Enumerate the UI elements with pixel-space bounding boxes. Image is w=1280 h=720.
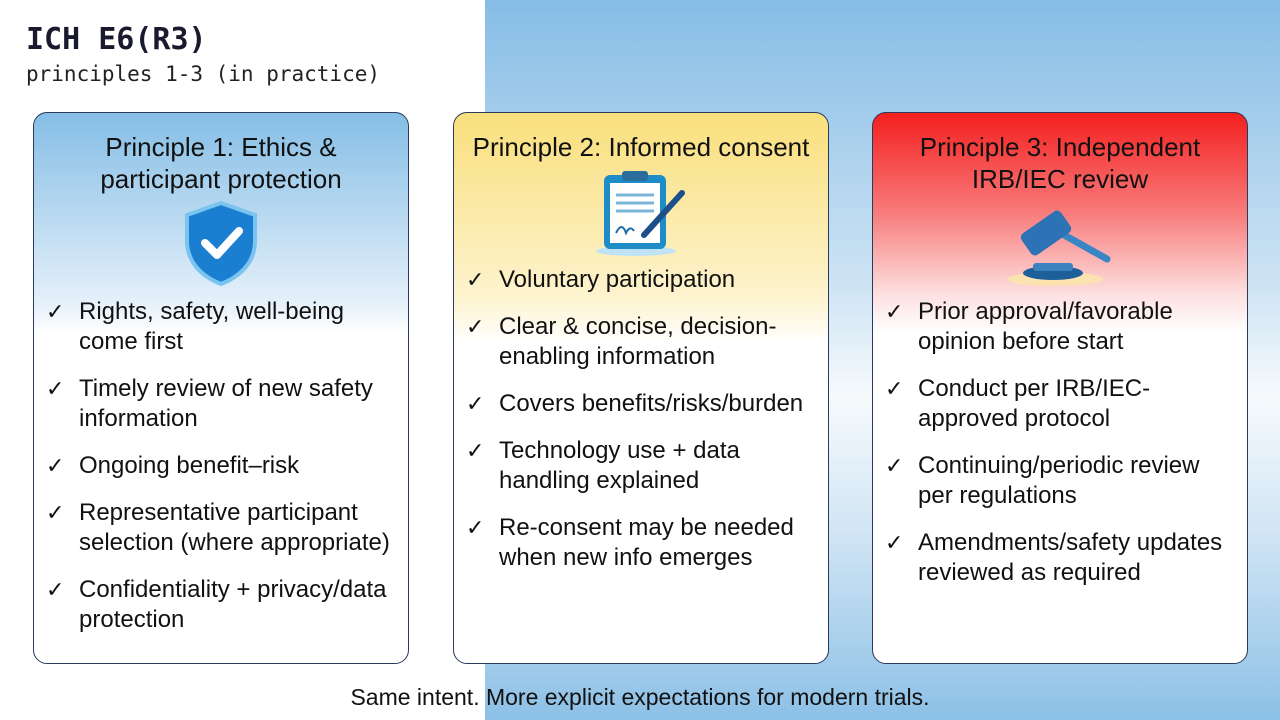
list-item: ✓ Timely review of new safety information [46, 374, 398, 434]
list-item: ✓ Continuing/periodic review per regulati… [885, 451, 1237, 511]
checkmark-icon: ✓ [466, 391, 485, 416]
checkmark-icon: ✓ [885, 376, 904, 401]
checkmark-icon: ✓ [466, 438, 485, 463]
list-item-text: Timely review of new safety information [79, 375, 373, 432]
bullet-list: ✓ Rights, safety, well-being come first ✓ T… [34, 297, 408, 635]
list-item-text: Ongoing benefit–risk [79, 452, 300, 479]
list-item: ✓ Re-consent may be needed when new info … [466, 513, 818, 573]
list-item: ✓ Ongoing benefit–risk [46, 451, 398, 481]
checkmark-icon: ✓ [466, 515, 485, 540]
list-item-text: Representative participant selection (wh… [79, 499, 390, 556]
checkmark-icon: ✓ [46, 376, 65, 401]
shield-check-icon [34, 201, 408, 289]
list-item-text: Covers benefits/risks/burden [499, 390, 804, 417]
list-item: ✓ Confidentiality + privacy/data protecti… [46, 575, 398, 635]
checkmark-icon: ✓ [466, 314, 485, 339]
list-item: ✓ Clear & concise, decision-enabling info… [466, 312, 818, 372]
list-item-text: Clear & concise, decision-enabling infor… [499, 313, 777, 370]
list-item-text: Rights, safety, well-being come first [79, 298, 345, 355]
principle-1-card: Principle 1: Ethics & participant protec… [33, 112, 409, 664]
checkmark-icon: ✓ [885, 299, 904, 324]
list-item-text: Amendments/safety updates reviewed as re… [918, 529, 1223, 586]
list-item: ✓ Prior approval/favorable opinion before… [885, 297, 1237, 357]
list-item-text: Voluntary participation [499, 266, 736, 293]
list-item: ✓ Covers benefits/risks/burden [466, 389, 818, 419]
list-item-text: Technology use + data handling explained [499, 437, 740, 494]
list-item: ✓ Conduct per IRB/IEC-approved protocol [885, 374, 1237, 434]
checkmark-icon: ✓ [46, 299, 65, 324]
footer-caption: Same intent. More explicit expectations … [350, 684, 930, 710]
card-title: Principle 3: Independent IRB/IEC review [919, 132, 1201, 194]
list-item-text: Prior approval/favorable opinion before … [918, 298, 1173, 355]
list-item-text: Conduct per IRB/IEC-approved protocol [918, 375, 1151, 432]
list-item: ✓ Rights, safety, well-being come first [46, 297, 398, 357]
list-item: ✓ Amendments/safety updates reviewed as r… [885, 528, 1237, 588]
card-title: Principle 2: Informed consent [472, 132, 810, 162]
page-subtitle: principles 1-3 (in practice) [26, 62, 381, 86]
list-item: ✓ Voluntary participation [466, 265, 818, 295]
list-item: ✓ Representative participant selection (w… [46, 498, 398, 558]
gavel-icon [873, 201, 1247, 289]
checkmark-icon: ✓ [46, 453, 65, 478]
bullet-list: ✓ Prior approval/favorable opinion before… [873, 297, 1247, 588]
bullet-list: ✓ Voluntary participation ✓ Clear & concise… [454, 265, 828, 573]
page-title: ICH E6(R3) [26, 22, 207, 57]
checkmark-icon: ✓ [466, 267, 485, 292]
checkmark-icon: ✓ [885, 530, 904, 555]
checkmark-icon: ✓ [46, 500, 65, 525]
list-item-text: Continuing/periodic review per regulatio… [918, 452, 1200, 509]
list-item-text: Confidentiality + privacy/data protectio… [79, 576, 387, 633]
checkmark-icon: ✓ [885, 453, 904, 478]
card-title: Principle 1: Ethics & participant protec… [100, 132, 342, 194]
list-item-text: Re-consent may be needed when new info e… [499, 514, 794, 571]
principle-2-card: Principle 2: Informed consent ✓ Voluntary… [453, 112, 829, 664]
principle-3-card: Principle 3: Independent IRB/IEC review … [872, 112, 1248, 664]
list-item: ✓ Technology use + data handling explaine… [466, 436, 818, 496]
clipboard-pen-icon [454, 169, 828, 257]
checkmark-icon: ✓ [46, 577, 65, 602]
